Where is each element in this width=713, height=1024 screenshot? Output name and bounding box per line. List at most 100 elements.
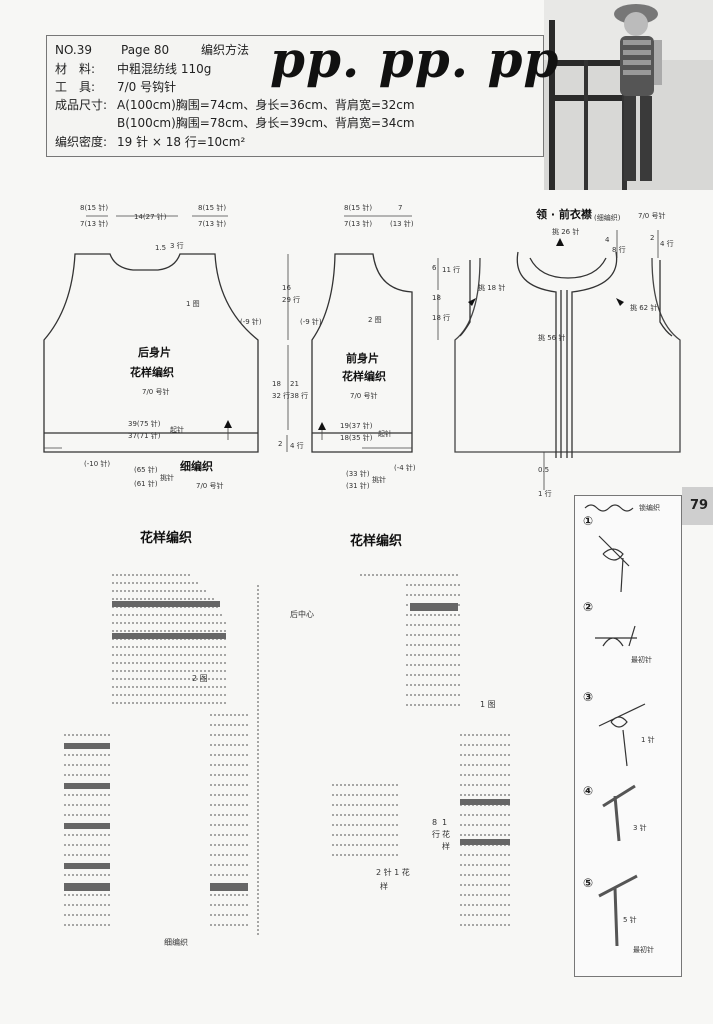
- material-value: 中粗混纺线 110g: [117, 62, 212, 76]
- front-start-1: 19(37 针): [340, 421, 373, 430]
- left-chart-right-rows: [210, 714, 248, 926]
- front-top-2: 7(13 针): [344, 219, 372, 228]
- collar-bottom: 0.5: [538, 466, 549, 474]
- collar-pick-top: 挑 26 针: [552, 227, 579, 236]
- collar-arm-h: 2: [650, 234, 654, 242]
- step-4-note: 3 针: [633, 823, 647, 832]
- front-h1: 16: [282, 284, 291, 292]
- collar-pick-side: 挑 18 针: [478, 283, 505, 292]
- tool-line: 工 具: 7/0 号钩针: [55, 78, 176, 95]
- front-rib-rows: 4 行: [290, 441, 304, 450]
- model-photo: [544, 0, 713, 190]
- back-bottom-1: (65 针): [134, 465, 158, 474]
- left-chart-fig: 2 图: [192, 674, 208, 683]
- back-panel-outline: [43, 253, 259, 453]
- right-chart-body-rows: [460, 734, 510, 926]
- back-bottom-2: (61 针): [134, 479, 158, 488]
- front-h10: 11 行: [442, 265, 460, 274]
- repeat-bottom: 2 针 1 花: [376, 867, 410, 877]
- back-start-2: 37(71 针): [128, 431, 161, 440]
- material-line: 材 料: 中粗混纺线 110g: [55, 60, 211, 77]
- collar-pick-front: 挑 56 针: [538, 333, 565, 342]
- front-fig-ref: 2 图: [368, 316, 382, 324]
- collar-side-h: 4: [605, 236, 610, 244]
- stitch-charts: 2 图 细编织 后中心 1 图 8 行 1 花 样 2 针 1 花 样: [64, 574, 510, 947]
- repeat-2: 行: [432, 829, 440, 839]
- step-5-note-b: 最初针: [633, 945, 654, 954]
- right-chart-title: 花样编织: [350, 534, 403, 549]
- tool-key: 工 具:: [55, 80, 96, 94]
- front-h5: 21: [290, 380, 299, 388]
- repeat-1: 8: [432, 818, 437, 827]
- step-5-label: ⑤: [583, 876, 594, 890]
- repeat-5: 样: [442, 841, 450, 851]
- gauge-value: 19 针 × 18 行=10cm²: [117, 135, 246, 149]
- size-line-a: 成品尺寸: A(100cm)胸围=74cm、身长=36cm、背肩宽=32cm: [55, 96, 415, 113]
- repeat-bottom-2: 样: [380, 881, 388, 891]
- step-2-note: 最初针: [631, 655, 652, 664]
- chain-stitch-illustrations: 锁编织 最初针 1 针 3 针 5 针 最初针: [584, 503, 660, 954]
- front-h3: 18: [272, 380, 281, 388]
- left-chart-title: 花样编织: [140, 531, 193, 546]
- step-2-label: ②: [583, 600, 594, 614]
- back-title: 后身片: [138, 345, 171, 359]
- back-fig-ref: 1 图: [186, 300, 200, 308]
- size-b-value: B(100cm)胸围=78cm、身长=39cm、背肩宽=34cm: [117, 116, 415, 130]
- watermark-text: pp. pp. pp: [270, 30, 560, 89]
- tool-value: 7/0 号钩针: [117, 80, 177, 94]
- back-top-mid: 14(27 针): [134, 212, 167, 221]
- front-top-1: 8(15 针): [344, 203, 372, 212]
- pattern-number: NO.39: [55, 43, 93, 57]
- front-top-3: 7: [398, 204, 402, 212]
- back-rib-needle: 7/0 号针: [196, 481, 224, 490]
- collar-pick-arm: 挑 62 针: [630, 303, 657, 312]
- material-key: 材 料:: [55, 62, 96, 76]
- front-h9: 6: [432, 264, 437, 272]
- front-h6: 38 行: [290, 391, 308, 400]
- back-top-left-1: 8(15 针): [80, 203, 108, 212]
- front-pick: 挑针: [372, 475, 386, 484]
- right-chart-center: 后中心: [290, 609, 314, 619]
- gauge-key: 编织密度:: [55, 135, 108, 149]
- schematic-diagrams: 8(15 针) 7(13 针) 14(27 针) 8(15 针) 7(13 针)…: [43, 203, 681, 498]
- front-bottom-1: (33 针): [346, 469, 370, 478]
- page-number-tab: 79: [682, 487, 713, 525]
- collar-side-rows: 8 行: [612, 245, 626, 254]
- front-h7: 18: [432, 294, 441, 302]
- front-top-4: (13 针): [390, 219, 414, 228]
- back-neck-depth: 1.5: [155, 244, 166, 252]
- repeat-rows: [332, 784, 400, 856]
- back-start-label: 起针: [170, 425, 184, 434]
- step-1-label: ①: [583, 514, 594, 528]
- back-top-right-1: 8(15 针): [198, 203, 226, 212]
- collar-sub: (细编织): [594, 213, 621, 222]
- left-chart-bottom-label: 细编织: [164, 937, 188, 947]
- back-neck-rows: 3 行: [170, 241, 184, 250]
- size-a-value: A(100cm)胸围=74cm、身长=36cm、背肩宽=32cm: [117, 98, 415, 112]
- front-start-label: 起针: [378, 429, 392, 438]
- front-h8: 18 行: [432, 313, 450, 322]
- size-key: 成品尺寸:: [55, 98, 108, 112]
- front-panel-outline: [311, 253, 413, 453]
- back-top-left-2: 7(13 针): [80, 219, 108, 228]
- collar-title: 领 · 前衣襟: [535, 207, 592, 221]
- collar-needle: 7/0 号针: [638, 211, 666, 220]
- front-dec: (-4 针): [394, 463, 416, 472]
- front-start-2: 18(35 针): [340, 433, 373, 442]
- page-reference: Page 80: [121, 43, 170, 57]
- chain-stitch-guide: 锁编织 最初针 1 针 3 针 5 针 最初针 ① ② ③ ④ ⑤: [574, 495, 682, 977]
- front-h4: 32 行: [272, 391, 290, 400]
- right-chart-rows: [360, 574, 460, 706]
- back-pick: 挑针: [160, 473, 174, 482]
- back-dec: (-10 针): [84, 459, 110, 468]
- back-rib-label: 细编织: [180, 459, 213, 473]
- page-number: 79: [690, 498, 709, 513]
- repeat-4: 花: [442, 829, 450, 839]
- size-line-b: B(100cm)胸围=78cm、身长=39cm、背肩宽=34cm: [55, 114, 415, 131]
- step-3-note: 1 针: [641, 735, 655, 744]
- left-chart-rows: [112, 574, 226, 704]
- back-pattern: 花样编织: [130, 365, 174, 379]
- front-needle: 7/0 号针: [350, 391, 378, 400]
